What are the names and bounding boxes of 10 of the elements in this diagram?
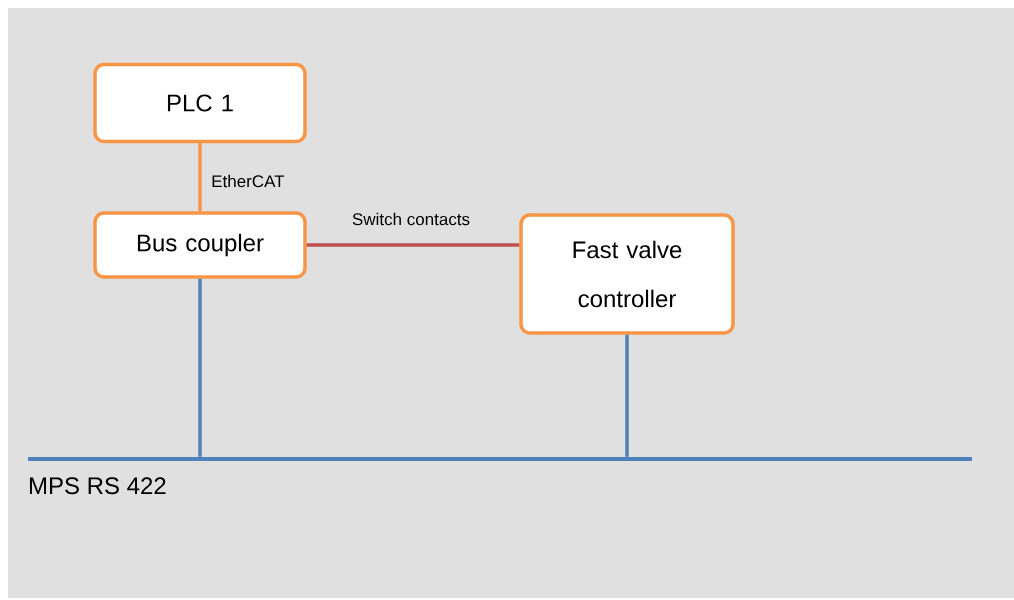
process-box: PLC 1 bbox=[93, 62, 307, 144]
process-box: Bus coupler bbox=[93, 211, 307, 279]
connector-line bbox=[306, 243, 520, 247]
connector-line bbox=[198, 278, 202, 457]
connector-line bbox=[625, 334, 629, 457]
process-box: Fast valve controller bbox=[519, 213, 735, 335]
edge-label: Switch contacts bbox=[352, 212, 470, 226]
connector-line bbox=[198, 143, 202, 212]
bus-label: MPS RS 422 bbox=[30, 477, 166, 495]
edge-label: EtherCAT bbox=[212, 174, 285, 188]
